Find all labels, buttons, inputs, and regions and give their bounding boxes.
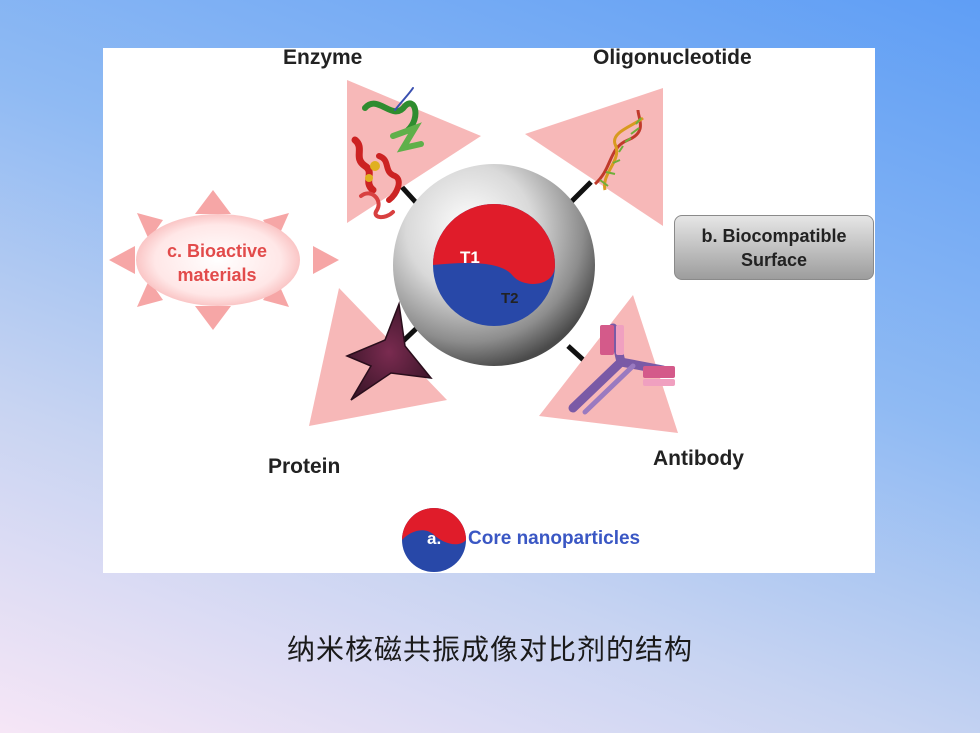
star-shape-icon	[345, 301, 433, 401]
slide-caption: 纳米核磁共振成像对比剂的结构	[286, 633, 693, 666]
core-legend-icon	[402, 508, 466, 572]
bioactive-materials-label: c. Bioactive materials	[166, 241, 268, 285]
enzyme-label: Enzyme	[283, 48, 363, 69]
core-letter-label: a.	[427, 529, 442, 548]
protein-ribbon-icon	[351, 87, 424, 219]
core-nanoparticle	[393, 164, 595, 366]
nanoparticle-diagram	[109, 80, 678, 572]
enzyme-triangle	[347, 80, 481, 223]
antibody-y-icon	[568, 323, 675, 415]
antibody-triangle	[539, 295, 678, 433]
protein-label: Protein	[268, 455, 341, 478]
core-nanoparticles-label: Core nanoparticles	[468, 528, 641, 549]
dna-helix-icon	[593, 109, 644, 191]
t1-label: T1	[460, 248, 480, 267]
t2-label: T2	[501, 290, 519, 307]
biocompatible-surface-box: b. Biocompatible Surface	[674, 215, 874, 280]
biocompatible-surface-label: b. Biocompatible Surface	[701, 225, 847, 270]
oligonucleotide-label: Oligonucleotide	[593, 48, 752, 69]
antibody-label: Antibody	[653, 447, 744, 470]
bioactive-sun-icon	[109, 190, 339, 330]
oligo-triangle	[525, 88, 663, 226]
diagram-panel: Enzyme Oligonucleotide Protein Antibody …	[103, 48, 875, 573]
